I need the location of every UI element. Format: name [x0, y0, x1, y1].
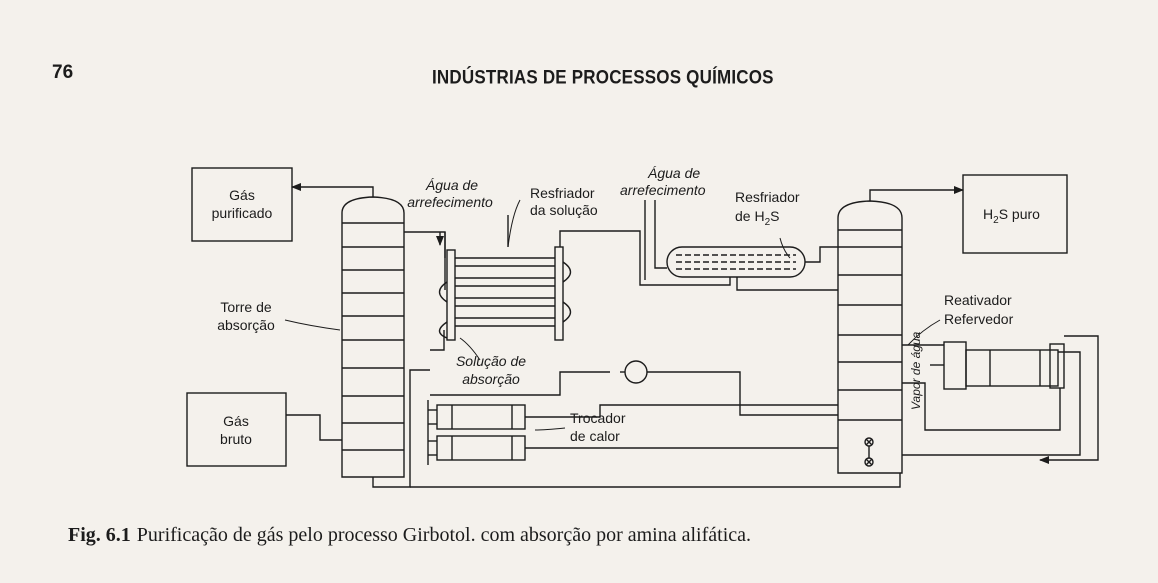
- caption-label: Fig. 6.1: [68, 524, 131, 546]
- absorption-tower: [341, 196, 405, 478]
- agua-arrefecimento-label-2: Água de: [647, 165, 700, 181]
- gas-purificado-box: [191, 167, 293, 242]
- gas-purificado-label-2: purificado: [212, 205, 273, 221]
- torre-absorcao-label-2: absorção: [217, 317, 275, 333]
- h2s-puro-label: H2S puro: [983, 206, 1040, 226]
- heat-exchanger: [427, 400, 526, 465]
- solucao-absorcao-label: Solução de: [456, 353, 526, 369]
- resfriador-h2s-label: Resfriador: [735, 189, 800, 205]
- leader-lines: [284, 199, 941, 431]
- piping: [286, 183, 1099, 488]
- reboiler: [930, 341, 1065, 390]
- valve-symbols: [864, 437, 874, 467]
- gas-bruto-label-2: bruto: [220, 431, 252, 447]
- caption-text: Purificação de gás pelo processo Girboto…: [136, 524, 751, 546]
- gas-purificado-label: Gás: [229, 187, 255, 203]
- vapor-agua-label: Vapor de água: [909, 331, 923, 410]
- h2s-puro-box: [962, 174, 1068, 254]
- pump: [620, 360, 648, 384]
- agua-arrefecimento-label-1: Água de: [425, 177, 478, 193]
- agua-arrefecimento-label-2b: arrefecimento: [620, 182, 706, 198]
- gas-bruto-label: Gás: [223, 413, 249, 429]
- running-header: INDÚSTRIAS DE PROCESSOS QUÍMICOS: [432, 66, 774, 88]
- trocador-calor-label: Trocador: [570, 410, 626, 426]
- reactivator-tower: [837, 200, 903, 474]
- resfriador-solucao-label: Resfriador: [530, 185, 595, 201]
- resfriador-solucao-label-2: da solução: [530, 202, 598, 218]
- gas-bruto-box: [186, 392, 287, 467]
- solution-cooler: [438, 246, 572, 341]
- refervedor-label: Refervedor: [944, 311, 1014, 327]
- solucao-absorcao-label-2: absorção: [462, 371, 520, 387]
- agua-arrefecimento-label-1b: arrefecimento: [407, 194, 493, 210]
- trocador-calor-label-2: de calor: [570, 428, 620, 444]
- h2s-cooler: [666, 246, 806, 278]
- torre-absorcao-label: Torre de: [220, 299, 272, 315]
- resfriador-h2s-label-2: de H2S: [735, 208, 779, 228]
- page-number: 76: [52, 62, 74, 83]
- reativador-label: Reativador: [944, 292, 1012, 308]
